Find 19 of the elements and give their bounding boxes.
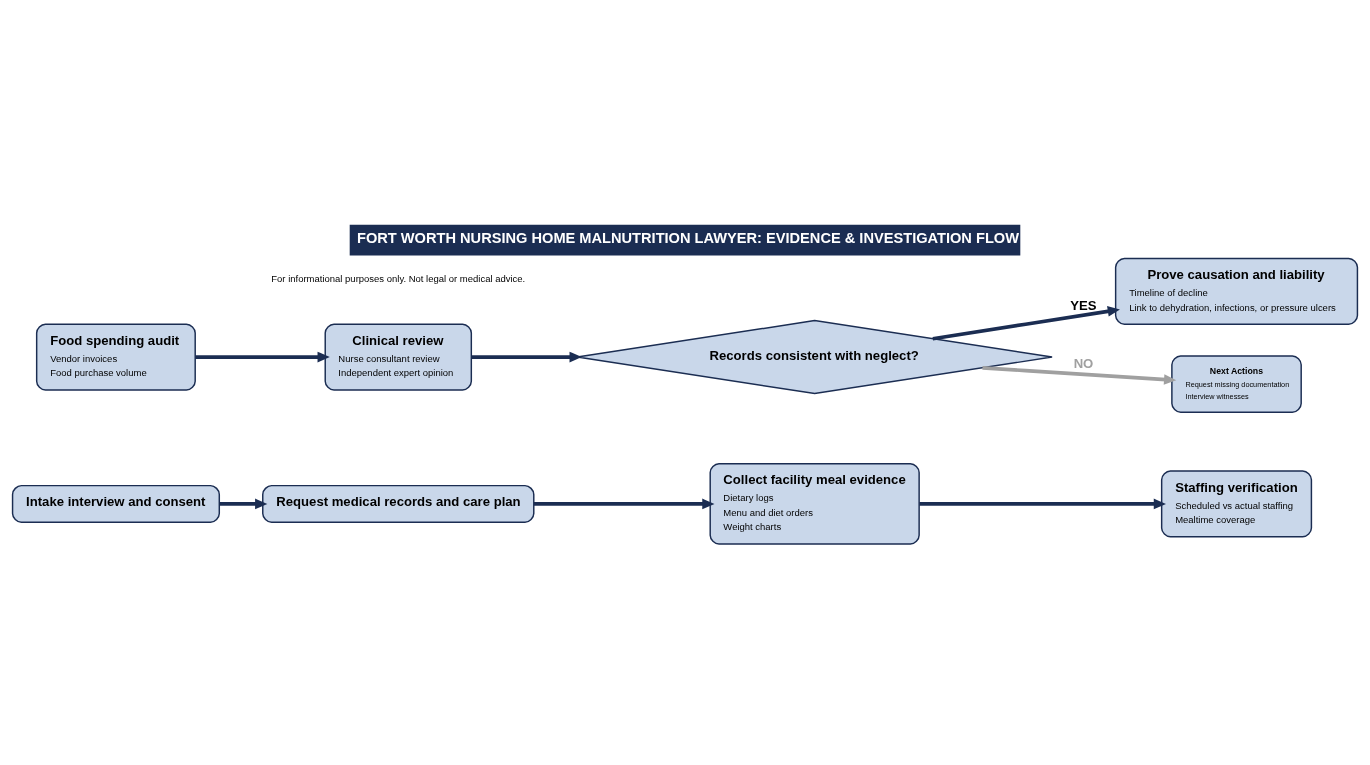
- arrow: [195, 351, 330, 362]
- node-box: Food spending audit Vendor invoices Food purchase volume: [35, 322, 196, 391]
- arrow: [219, 498, 268, 509]
- arrow: [471, 351, 582, 362]
- arrow: [982, 365, 1177, 385]
- node-box: Collect facility meal evidence Dietary logs Menu and diet orders Weight charts: [709, 462, 920, 545]
- diagram-title: FORT WORTH NURSING HOME MALNUTRITION LAWYER: EVIDENCE & INVESTIGATION FLOW: [357, 229, 1019, 246]
- node-box: Staffing verification Scheduled vs actual staffing Mealtime coverage: [1160, 469, 1313, 537]
- arrow: [534, 498, 715, 509]
- caption: For informational purposes only. Not legal or medical advice.: [271, 272, 526, 284]
- node-box: Clinical review Nurse consultant review Independent expert opinion: [324, 322, 473, 391]
- node-box: Intake interview and consent: [11, 484, 221, 523]
- arrow: [932, 305, 1120, 340]
- node-box: Next Actions Request missing documentation Interview witnesses: [1171, 354, 1302, 413]
- node-box: Prove causation and liability Timeline of decline Link to dehydration, infections, or pressure ulcers: [1114, 257, 1359, 325]
- arrow: [919, 498, 1166, 509]
- node-box: Request medical records and care plan: [262, 484, 535, 523]
- edge-label: YES: [1070, 297, 1097, 313]
- edge-label: NO: [1073, 355, 1094, 371]
